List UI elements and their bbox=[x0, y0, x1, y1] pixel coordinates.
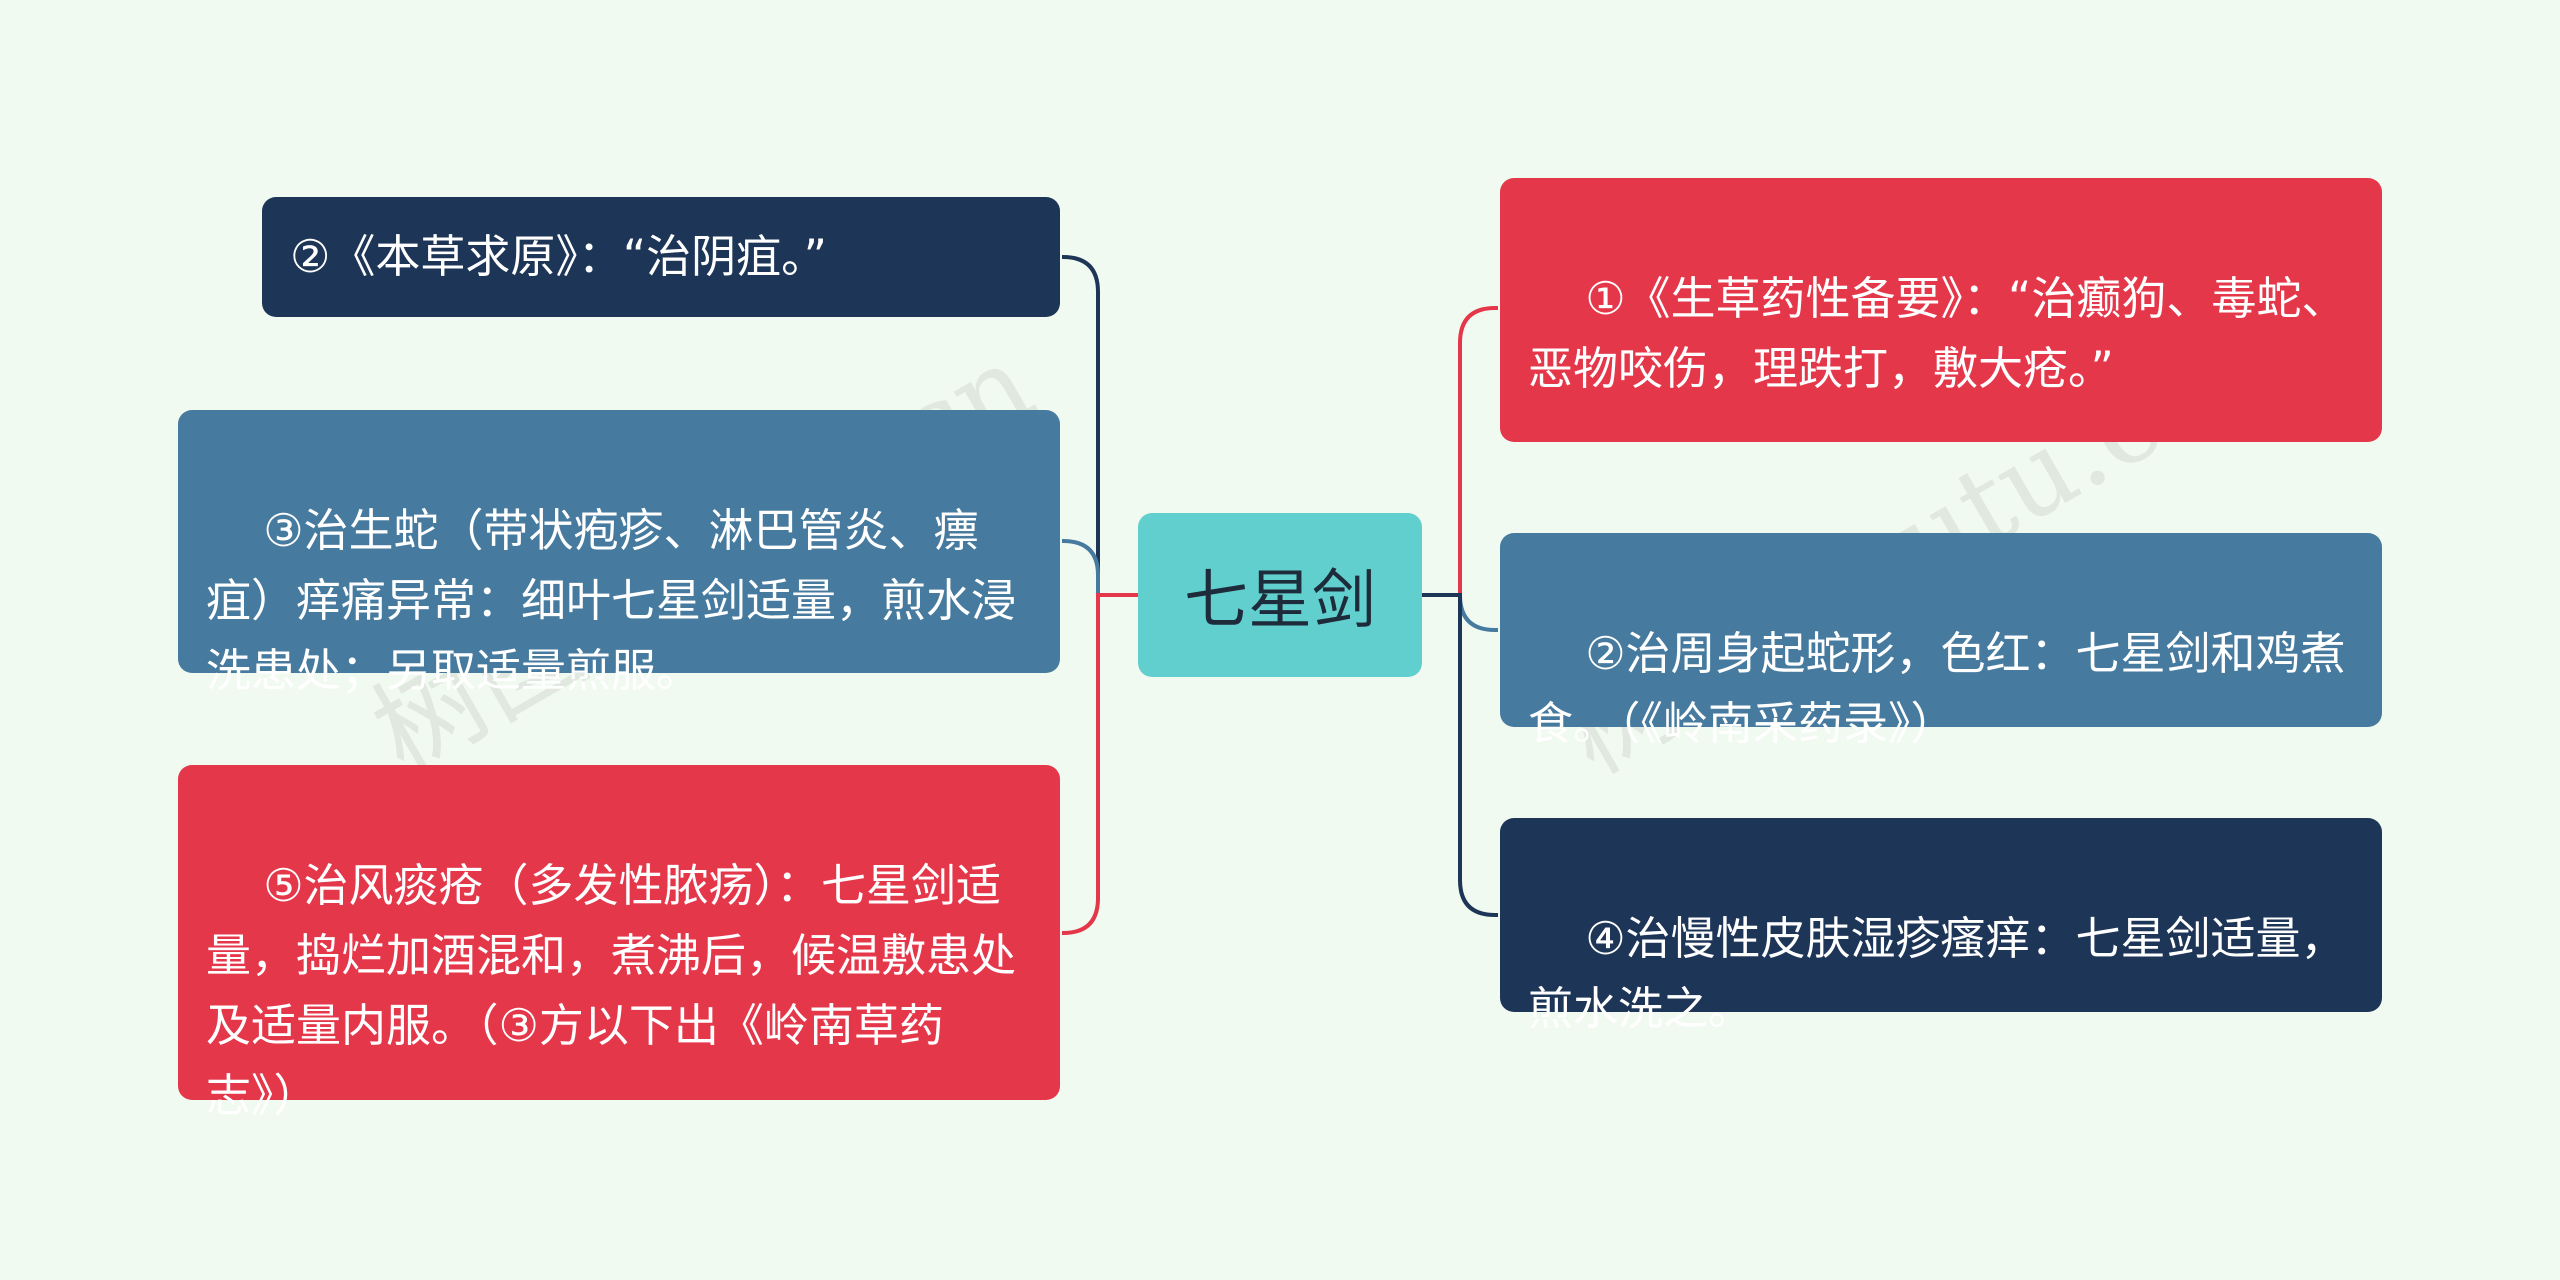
topic-left-1-text: ②《本草求原》：“治阴疽。” bbox=[290, 230, 827, 283]
connector-right-3 bbox=[1422, 593, 1498, 917]
topic-right-1[interactable]: ①《生草药性备要》：“治癫狗、毒蛇、恶物咬伤，理跌打，敷大疮。” bbox=[1500, 178, 2382, 442]
topic-right-1-text: ①《生草药性备要》：“治癫狗、毒蛇、恶物咬伤，理跌打，敷大疮。” bbox=[1528, 272, 2347, 395]
topic-left-3-text: ⑤治风痰疮（多发性脓疡）：七星剑适量，捣烂加酒混和，煮沸后，候温敷患处及适量内服… bbox=[206, 859, 1017, 1122]
topic-left-3[interactable]: ⑤治风痰疮（多发性脓疡）：七星剑适量，捣烂加酒混和，煮沸后，候温敷患处及适量内服… bbox=[178, 765, 1060, 1122]
center-topic-label: 七星剑 bbox=[1184, 564, 1376, 638]
topic-right-2-text: ②治周身起蛇形，色红：七星剑和鸡煮食。（《岭南采药录》） bbox=[1528, 627, 2346, 750]
connector-left-1 bbox=[1062, 255, 1138, 597]
topic-left-2[interactable]: ③治生蛇（带状疱疹、淋巴管炎、瘭疽）痒痛异常：细叶七星剑适量，煎水浸洗患处；另取… bbox=[178, 410, 1060, 697]
center-topic[interactable]: 七星剑 bbox=[1138, 513, 1422, 677]
topic-right-3[interactable]: ④治慢性皮肤湿疹瘙痒：七星剑适量，煎水洗之。 bbox=[1500, 818, 2382, 1035]
connector-left-3 bbox=[1062, 593, 1138, 935]
topic-left-2-text: ③治生蛇（带状疱疹、淋巴管炎、瘭疽）痒痛异常：细叶七星剑适量，煎水浸洗患处；另取… bbox=[206, 504, 1017, 697]
topic-right-2[interactable]: ②治周身起蛇形，色红：七星剑和鸡煮食。（《岭南采药录》） bbox=[1500, 533, 2382, 750]
connector-left-2 bbox=[1062, 539, 1138, 597]
connector-right-1 bbox=[1422, 306, 1498, 597]
topic-left-1[interactable]: ②《本草求原》：“治阴疽。” bbox=[262, 197, 1060, 317]
topic-right-3-text: ④治慢性皮肤湿疹瘙痒：七星剑适量，煎水洗之。 bbox=[1528, 912, 2346, 1035]
